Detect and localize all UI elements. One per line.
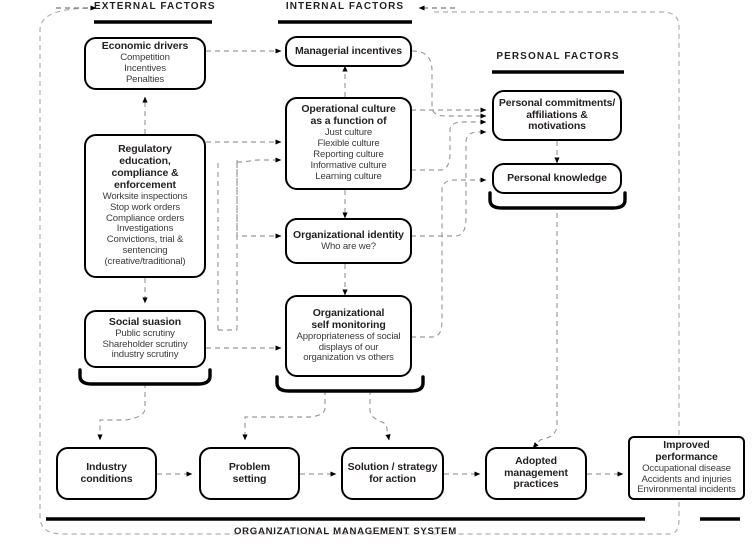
node-line: sentencing	[122, 245, 168, 257]
node-line: Informative culture	[310, 159, 387, 171]
node-managerial-incentives[interactable]: Managerial incentives	[285, 36, 412, 67]
node-line: Incentives	[124, 63, 166, 75]
node-title-line: Operational culture	[301, 103, 396, 116]
node-line: Competition	[120, 52, 170, 64]
node-adopted-management-practices[interactable]: Adopted management practices	[485, 447, 587, 500]
node-title-line: as a function of	[310, 115, 387, 128]
node-personal-commitments[interactable]: Personal commitments/ affiliations & mot…	[492, 90, 622, 141]
label-external-factors: EXTERNAL FACTORS	[94, 1, 216, 12]
node-title-line: performance	[655, 450, 718, 463]
node-line: Public scrutiny	[115, 327, 175, 339]
node-line: displays of our	[318, 341, 379, 353]
node-title-line: self monitoring	[311, 318, 386, 331]
conn-identity-to-commitments	[411, 129, 487, 237]
bracket-external	[78, 368, 212, 386]
node-organizational-self-monitoring[interactable]: Organizational self monitoring Appropria…	[285, 295, 412, 377]
conn-regulatory-to-opculture-2	[236, 157, 282, 163]
node-title-line: compliance &	[111, 166, 179, 179]
node-title-line: affiliations & motivations	[526, 108, 588, 133]
node-line: Who are we?	[321, 240, 376, 252]
conn-managerial-to-commitments	[411, 50, 487, 119]
node-organizational-identity[interactable]: Organizational identity Who are we?	[285, 218, 412, 264]
node-social-suasion[interactable]: Social suasion Public scrutiny Sharehold…	[84, 310, 206, 368]
node-line: Occupational disease	[642, 462, 731, 474]
node-solution-strategy[interactable]: Solution / strategy for action	[341, 447, 444, 500]
conn-personal-to-adopted	[532, 213, 558, 449]
node-title-line: Solution / strategy	[347, 460, 438, 473]
conn-opculture2-to-commitments	[411, 119, 487, 171]
bracket-personal	[488, 191, 627, 210]
conn-internal-bracket-to-solution	[369, 390, 391, 441]
node-title-line: Improved	[663, 438, 710, 451]
node-title-line: Adopted	[515, 454, 557, 467]
node-line: Appropriateness of social	[296, 330, 401, 342]
node-industry-conditions[interactable]: Industry conditions	[56, 447, 157, 500]
node-line: Shareholder scrutiny	[102, 338, 188, 350]
node-line: Accidents and injuries	[641, 473, 732, 485]
node-line: Investigations	[116, 223, 174, 235]
node-line: Convictions, trial &	[106, 234, 184, 246]
node-title-line: practices	[513, 478, 559, 491]
node-problem-setting[interactable]: Problem setting	[199, 447, 300, 500]
node-economic-drivers[interactable]: Economic drivers Competition Incentives …	[84, 37, 206, 90]
node-title-line: Problem	[228, 460, 271, 473]
node-operational-culture[interactable]: Operational culture as a function of Jus…	[285, 97, 412, 190]
node-personal-knowledge[interactable]: Personal knowledge	[492, 163, 622, 194]
node-title-line: Personal commitments/	[498, 96, 616, 109]
conn-internal-bracket-to-problem	[242, 390, 326, 441]
node-title-line: enforcement	[114, 178, 176, 191]
label-personal-factors: PERSONAL FACTORS	[496, 51, 620, 62]
node-title-line: conditions	[80, 472, 133, 485]
node-title: Economic drivers	[101, 40, 189, 53]
node-improved-performance[interactable]: Improved performance Occupational diseas…	[628, 436, 745, 500]
node-line: Penalties	[125, 73, 165, 85]
bracket-internal	[275, 375, 425, 393]
node-line: industry scrutiny	[111, 349, 179, 361]
outer-dashed-boundary	[39, 7, 680, 535]
node-line: Compliance orders	[106, 212, 184, 224]
label-internal-factors: INTERNAL FACTORS	[285, 1, 405, 12]
node-title-line: Industry	[86, 460, 127, 473]
node-line: Reporting culture	[313, 149, 384, 160]
node-line: Flexible culture	[317, 138, 380, 150]
node-title-line: education,	[119, 154, 171, 167]
node-line: Stop work orders	[109, 201, 181, 213]
node-title-line: Organizational	[312, 306, 385, 319]
node-title: Organizational identity	[293, 228, 404, 241]
node-line: Environmental incidents	[637, 484, 736, 496]
node-title: Managerial incentives	[294, 44, 403, 57]
node-line: Learning culture	[315, 170, 382, 182]
node-line: Just culture	[324, 127, 373, 139]
label-organizational-management-system: ORGANIZATIONAL MANAGEMENT SYSTEM	[234, 526, 457, 537]
node-line: organization vs others	[303, 352, 394, 364]
node-title: Personal knowledge	[507, 171, 607, 184]
node-title-line: management	[504, 466, 568, 479]
node-title-line: setting	[232, 472, 267, 485]
node-regulatory-education-compliance-enforcement[interactable]: Regulatory education, compliance & enfor…	[84, 134, 206, 278]
conn-selfmon-to-knowledge	[411, 177, 487, 338]
node-title: Social suasion	[108, 315, 182, 328]
node-line: Worksite inspections	[102, 190, 188, 202]
node-title-line: for action	[369, 472, 416, 485]
node-line: (creative/traditional)	[104, 256, 186, 268]
node-title-line: Regulatory	[118, 142, 172, 155]
conn-external-bracket-to-industry	[97, 383, 146, 441]
